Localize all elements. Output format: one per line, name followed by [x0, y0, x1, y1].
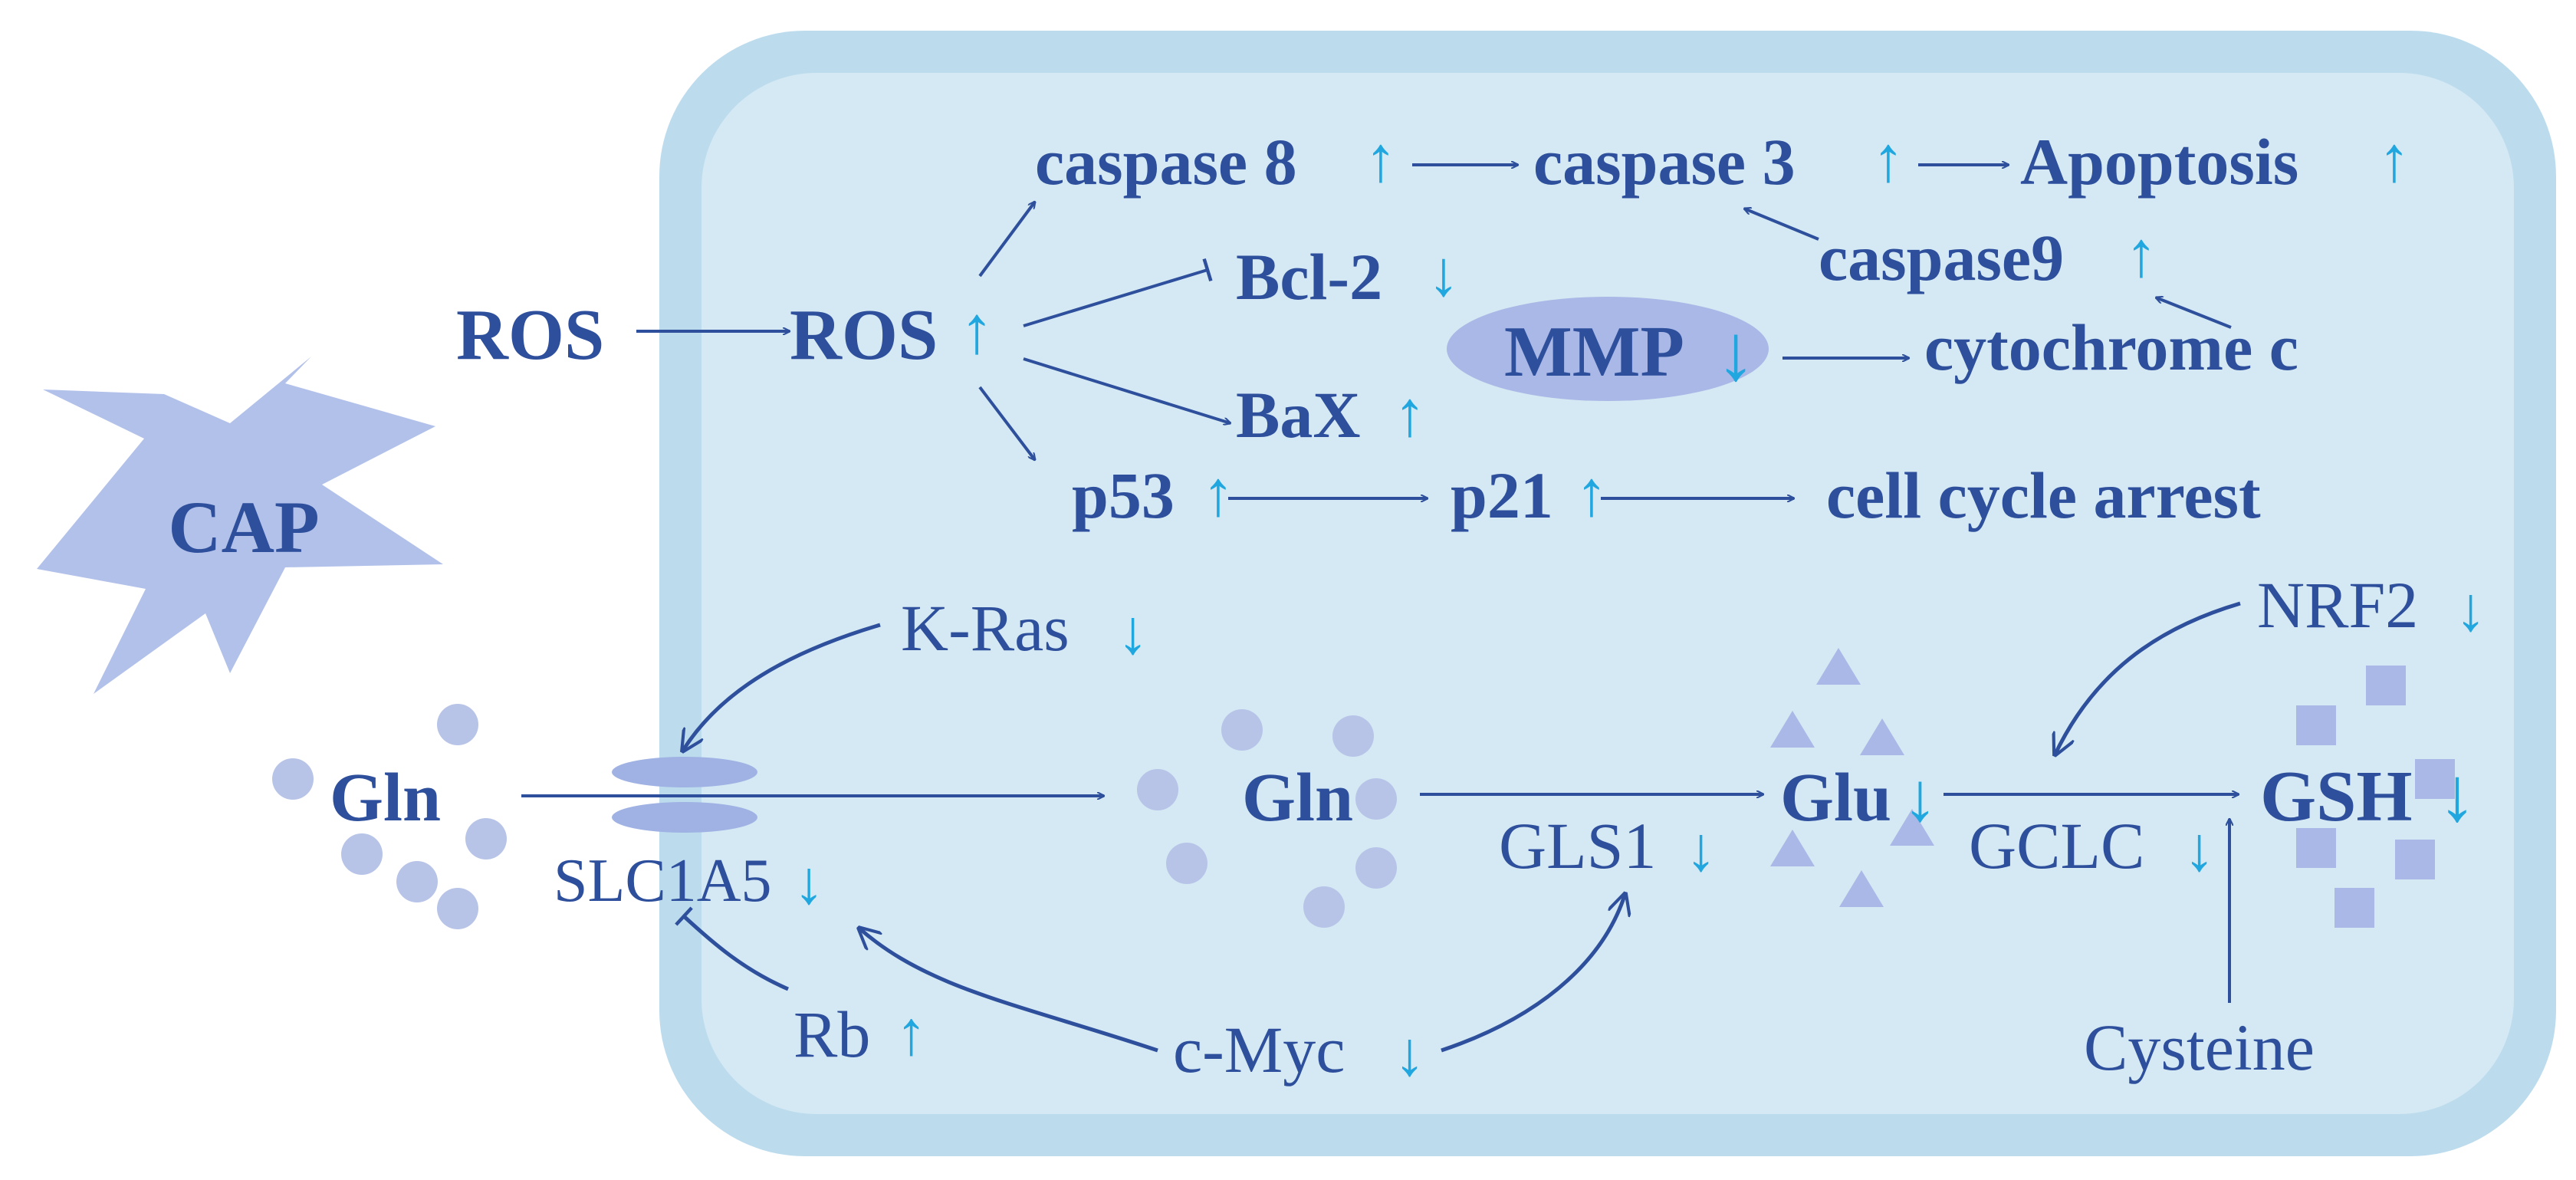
gsh-down-arrow-icon: ↓ — [2438, 752, 2476, 837]
bax-label: BaX — [1236, 378, 1360, 452]
rb-label: Rb — [794, 998, 870, 1071]
slc1a5-transporter-top — [612, 757, 757, 787]
p53-label: p53 — [1072, 459, 1175, 532]
ros-up-arrow-icon: ↑ — [960, 294, 994, 368]
cell-cycle-arrest-label: cell cycle arrest — [1826, 459, 2261, 532]
bcl2-down-arrow-icon: ↓ — [1428, 238, 1460, 310]
slc1a5-label: SLC1A5 — [554, 847, 772, 915]
caspase9-up-arrow-icon: ↑ — [2125, 219, 2157, 291]
gls1-down-arrow-icon: ↓ — [1685, 814, 1717, 884]
pathway-arrows — [521, 165, 2239, 1003]
ros-outside-label: ROS — [456, 295, 604, 375]
gclc-down-arrow-icon: ↓ — [2183, 814, 2215, 884]
gls1-label: GLS1 — [1499, 809, 1656, 883]
gln-outside-label: Gln — [330, 760, 441, 836]
p21-label: p21 — [1451, 459, 1553, 532]
mmp-ellipse — [1447, 297, 1769, 401]
slc1a5-down-arrow-icon: ↓ — [794, 850, 824, 917]
bax-up-arrow-icon: ↑ — [1394, 379, 1426, 450]
caspase8-label: caspase 8 — [1035, 125, 1297, 199]
apoptosis-label: Apoptosis — [2020, 125, 2298, 199]
cap-star-burst — [37, 357, 443, 694]
glu-label: Glu — [1780, 760, 1891, 836]
kras-label: K-Ras — [901, 591, 1070, 665]
caspase8-up-arrow-icon: ↑ — [1365, 124, 1397, 196]
cysteine-label: Cysteine — [2084, 1011, 2315, 1084]
rb-up-arrow-icon: ↑ — [895, 998, 927, 1068]
slc1a5-transporter-bottom — [612, 802, 757, 833]
nrf2-down-arrow-icon: ↓ — [2455, 574, 2486, 644]
cytochrome-c-label: cytochrome c — [1924, 311, 2298, 384]
ros-inside-label: ROS — [790, 295, 938, 375]
p21-up-arrow-icon: ↑ — [1576, 459, 1608, 530]
curved-arrows — [675, 601, 2241, 1053]
cap-label: CAP — [168, 486, 319, 568]
caspase9-label: caspase9 — [1819, 221, 2064, 294]
p53-up-arrow-icon: ↑ — [1202, 459, 1234, 530]
kras-down-arrow-icon: ↓ — [1117, 597, 1148, 667]
bcl2-label: Bcl-2 — [1236, 240, 1382, 314]
cmyc-label: c-Myc — [1173, 1013, 1345, 1086]
cell-cytoplasm — [702, 73, 2514, 1114]
cmyc-down-arrow-icon: ↓ — [1394, 1019, 1425, 1089]
apoptosis-up-arrow-icon: ↑ — [2378, 124, 2410, 196]
mmp-label: MMP — [1504, 312, 1684, 392]
gclc-label: GCLC — [1969, 809, 2144, 883]
glu-molecules — [1770, 648, 1934, 907]
mmp-down-arrow-icon: ↓ — [1716, 309, 1756, 397]
gsh-molecules — [2296, 666, 2455, 928]
gln-molecules-inside — [1137, 709, 1397, 928]
nrf2-label: NRF2 — [2257, 568, 2418, 642]
caspase3-label: caspase 3 — [1533, 125, 1796, 199]
glu-down-arrow-icon: ↓ — [1903, 760, 1937, 836]
caspase3-up-arrow-icon: ↑ — [1872, 124, 1904, 196]
gln-inside-label: Gln — [1242, 760, 1353, 836]
gln-molecules-outside — [272, 704, 507, 929]
gsh-label: GSH — [2260, 757, 2413, 837]
